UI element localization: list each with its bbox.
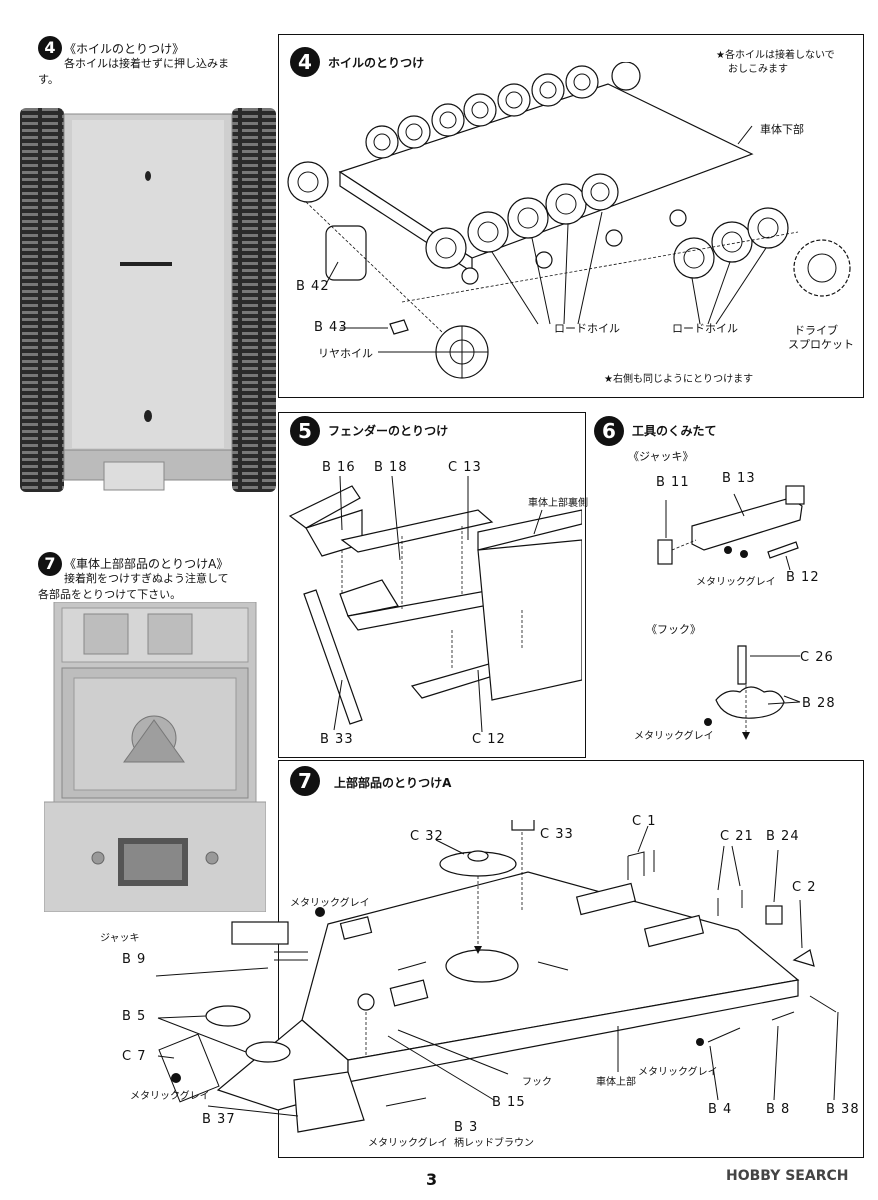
caption-jack: 《ジャッキ》 — [628, 450, 694, 463]
label-b3: B 3 — [454, 1120, 479, 1135]
label-b42: B 42 — [296, 279, 330, 294]
step-4-note-2: おしこみます — [728, 64, 788, 75]
label-upper-hull-underside: 車体上部裏側 — [528, 498, 588, 509]
label-b43: B 43 — [314, 320, 348, 335]
hull-underside-photo — [20, 100, 276, 500]
step-4-title: ホイルのとりつけ — [328, 56, 425, 70]
label-drive-sprocket-1: ドライブ — [794, 324, 838, 337]
hobby-search-watermark: HOBBY SEARCH — [726, 1168, 849, 1184]
page-number: 3 — [426, 1170, 438, 1189]
note-right-side: ★右側も同じようにとりつけます — [604, 374, 754, 385]
step-4-title-left: 《ホイルのとりつけ》 — [64, 42, 185, 56]
label-b11: B 11 — [656, 475, 690, 490]
label-b5: B 5 — [122, 1009, 147, 1024]
hook-drawing — [696, 640, 866, 750]
label-metallic-gray-right: メタリックグレイ — [638, 1067, 718, 1078]
label-metallic-gray-left: メタリックグレイ — [130, 1091, 210, 1102]
label-b12: B 12 — [786, 570, 820, 585]
step-6-number: 6 — [594, 416, 624, 446]
step-4-number: 4 — [290, 47, 320, 77]
label-drive-sprocket-2: スプロケット — [788, 338, 854, 351]
step-4-note-line2: す。 — [38, 73, 59, 86]
label-b33: B 33 — [320, 732, 354, 747]
label-c32: C 32 — [410, 829, 444, 844]
label-b28: B 28 — [802, 696, 836, 711]
label-c33: C 33 — [540, 827, 574, 842]
label-metallic-gray-jack: メタリックグレイ — [696, 577, 776, 588]
label-c26: C 26 — [800, 650, 834, 665]
label-b15: B 15 — [492, 1095, 526, 1110]
label-c12: C 12 — [472, 732, 506, 747]
label-rear-wheel: リヤホイル — [318, 347, 373, 360]
step-5-title: フェンダーのとりつけ — [328, 424, 449, 438]
label-b37: B 37 — [202, 1112, 236, 1127]
label-upper-hull: 車体上部 — [596, 1077, 636, 1088]
label-b18: B 18 — [374, 460, 408, 475]
step-7-note-line2: 各部品をとりつけて下さい。 — [38, 588, 182, 601]
label-b16: B 16 — [322, 460, 356, 475]
label-b8: B 8 — [766, 1102, 791, 1117]
step-7-note-line1: 接着剤をつけすぎぬよう注意して — [64, 572, 229, 585]
label-c21: C 21 — [720, 829, 754, 844]
label-lower-hull: 車体下部 — [760, 123, 804, 136]
step-4-note-line1: 各ホイルは接着せずに押し込みま — [64, 57, 229, 70]
label-metallic-gray-top: メタリックグレイ — [290, 898, 370, 909]
upper-hull-photo — [43, 601, 267, 913]
label-b9: B 9 — [122, 952, 147, 967]
label-c2: C 2 — [792, 880, 817, 895]
label-road-wheel-2: ロードホイル — [672, 322, 738, 335]
label-jack: ジャッキ — [100, 933, 140, 944]
step-4-drawing — [282, 61, 858, 392]
caption-hook: 《フック》 — [646, 623, 701, 636]
label-metallic-gray-hook: メタリックグレイ — [634, 731, 714, 742]
step-5-drawing — [282, 470, 583, 750]
step-4-number-left: 4 — [38, 36, 62, 60]
label-c7: C 7 — [122, 1049, 147, 1064]
step-7-number-left: 7 — [38, 552, 62, 576]
label-b4: B 4 — [708, 1102, 733, 1117]
step-7-title-left: 《車体上部部品のとりつけA》 — [64, 557, 229, 571]
label-b24: B 24 — [766, 829, 800, 844]
step-7-drawing — [98, 811, 858, 1152]
label-b38: B 38 — [826, 1102, 860, 1117]
label-handle-red-brown: 柄レッドブラウン — [454, 1138, 534, 1149]
label-c1: C 1 — [632, 814, 657, 829]
step-7-number: 7 — [290, 766, 320, 796]
jack-drawing — [640, 480, 860, 590]
label-hook: フック — [522, 1077, 552, 1088]
label-road-wheel-1: ロードホイル — [554, 322, 620, 335]
label-c13: C 13 — [448, 460, 482, 475]
step-7-title: 上部部品のとりつけA — [334, 776, 452, 790]
label-metallic-gray-bottom: メタリックグレイ — [368, 1138, 448, 1149]
step-5-number: 5 — [290, 416, 320, 446]
label-b13: B 13 — [722, 471, 756, 486]
step-6-title: 工具のくみたて — [632, 424, 717, 438]
step-4-note-1: ★各ホイルは接着しないで — [716, 50, 835, 61]
